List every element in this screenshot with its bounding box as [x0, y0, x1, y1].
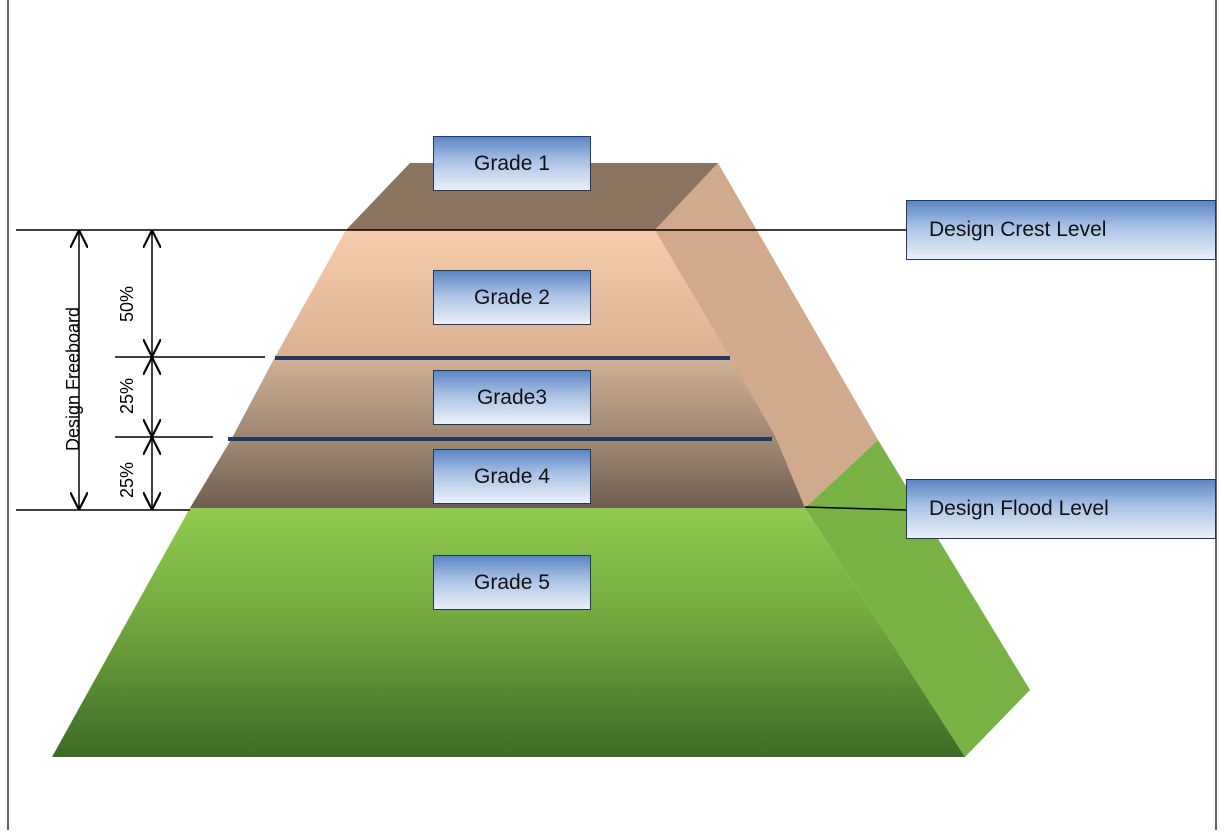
grade-side-face	[655, 163, 878, 508]
grade2-label: Grade 2	[433, 270, 591, 325]
design-freeboard-label: Design Freeboard	[63, 306, 83, 452]
grade4-label: Grade 4	[433, 449, 591, 504]
design-crest-level-label: Design Crest Level	[906, 200, 1216, 260]
lower-twenty-five-percent-label: 25%	[117, 461, 137, 499]
grade5-side-face	[805, 440, 1030, 757]
grade1-label: Grade 1	[433, 136, 591, 191]
grade3-label: Grade3	[433, 370, 591, 425]
grade5-label: Grade 5	[433, 555, 591, 610]
fifty-percent-label: 50%	[117, 285, 137, 323]
design-flood-level-label: Design Flood Level	[906, 479, 1216, 539]
grade5-front-face	[52, 508, 965, 757]
middle-twenty-five-percent-label: 25%	[117, 377, 137, 415]
design-flood-level-line-right	[804, 506, 907, 511]
